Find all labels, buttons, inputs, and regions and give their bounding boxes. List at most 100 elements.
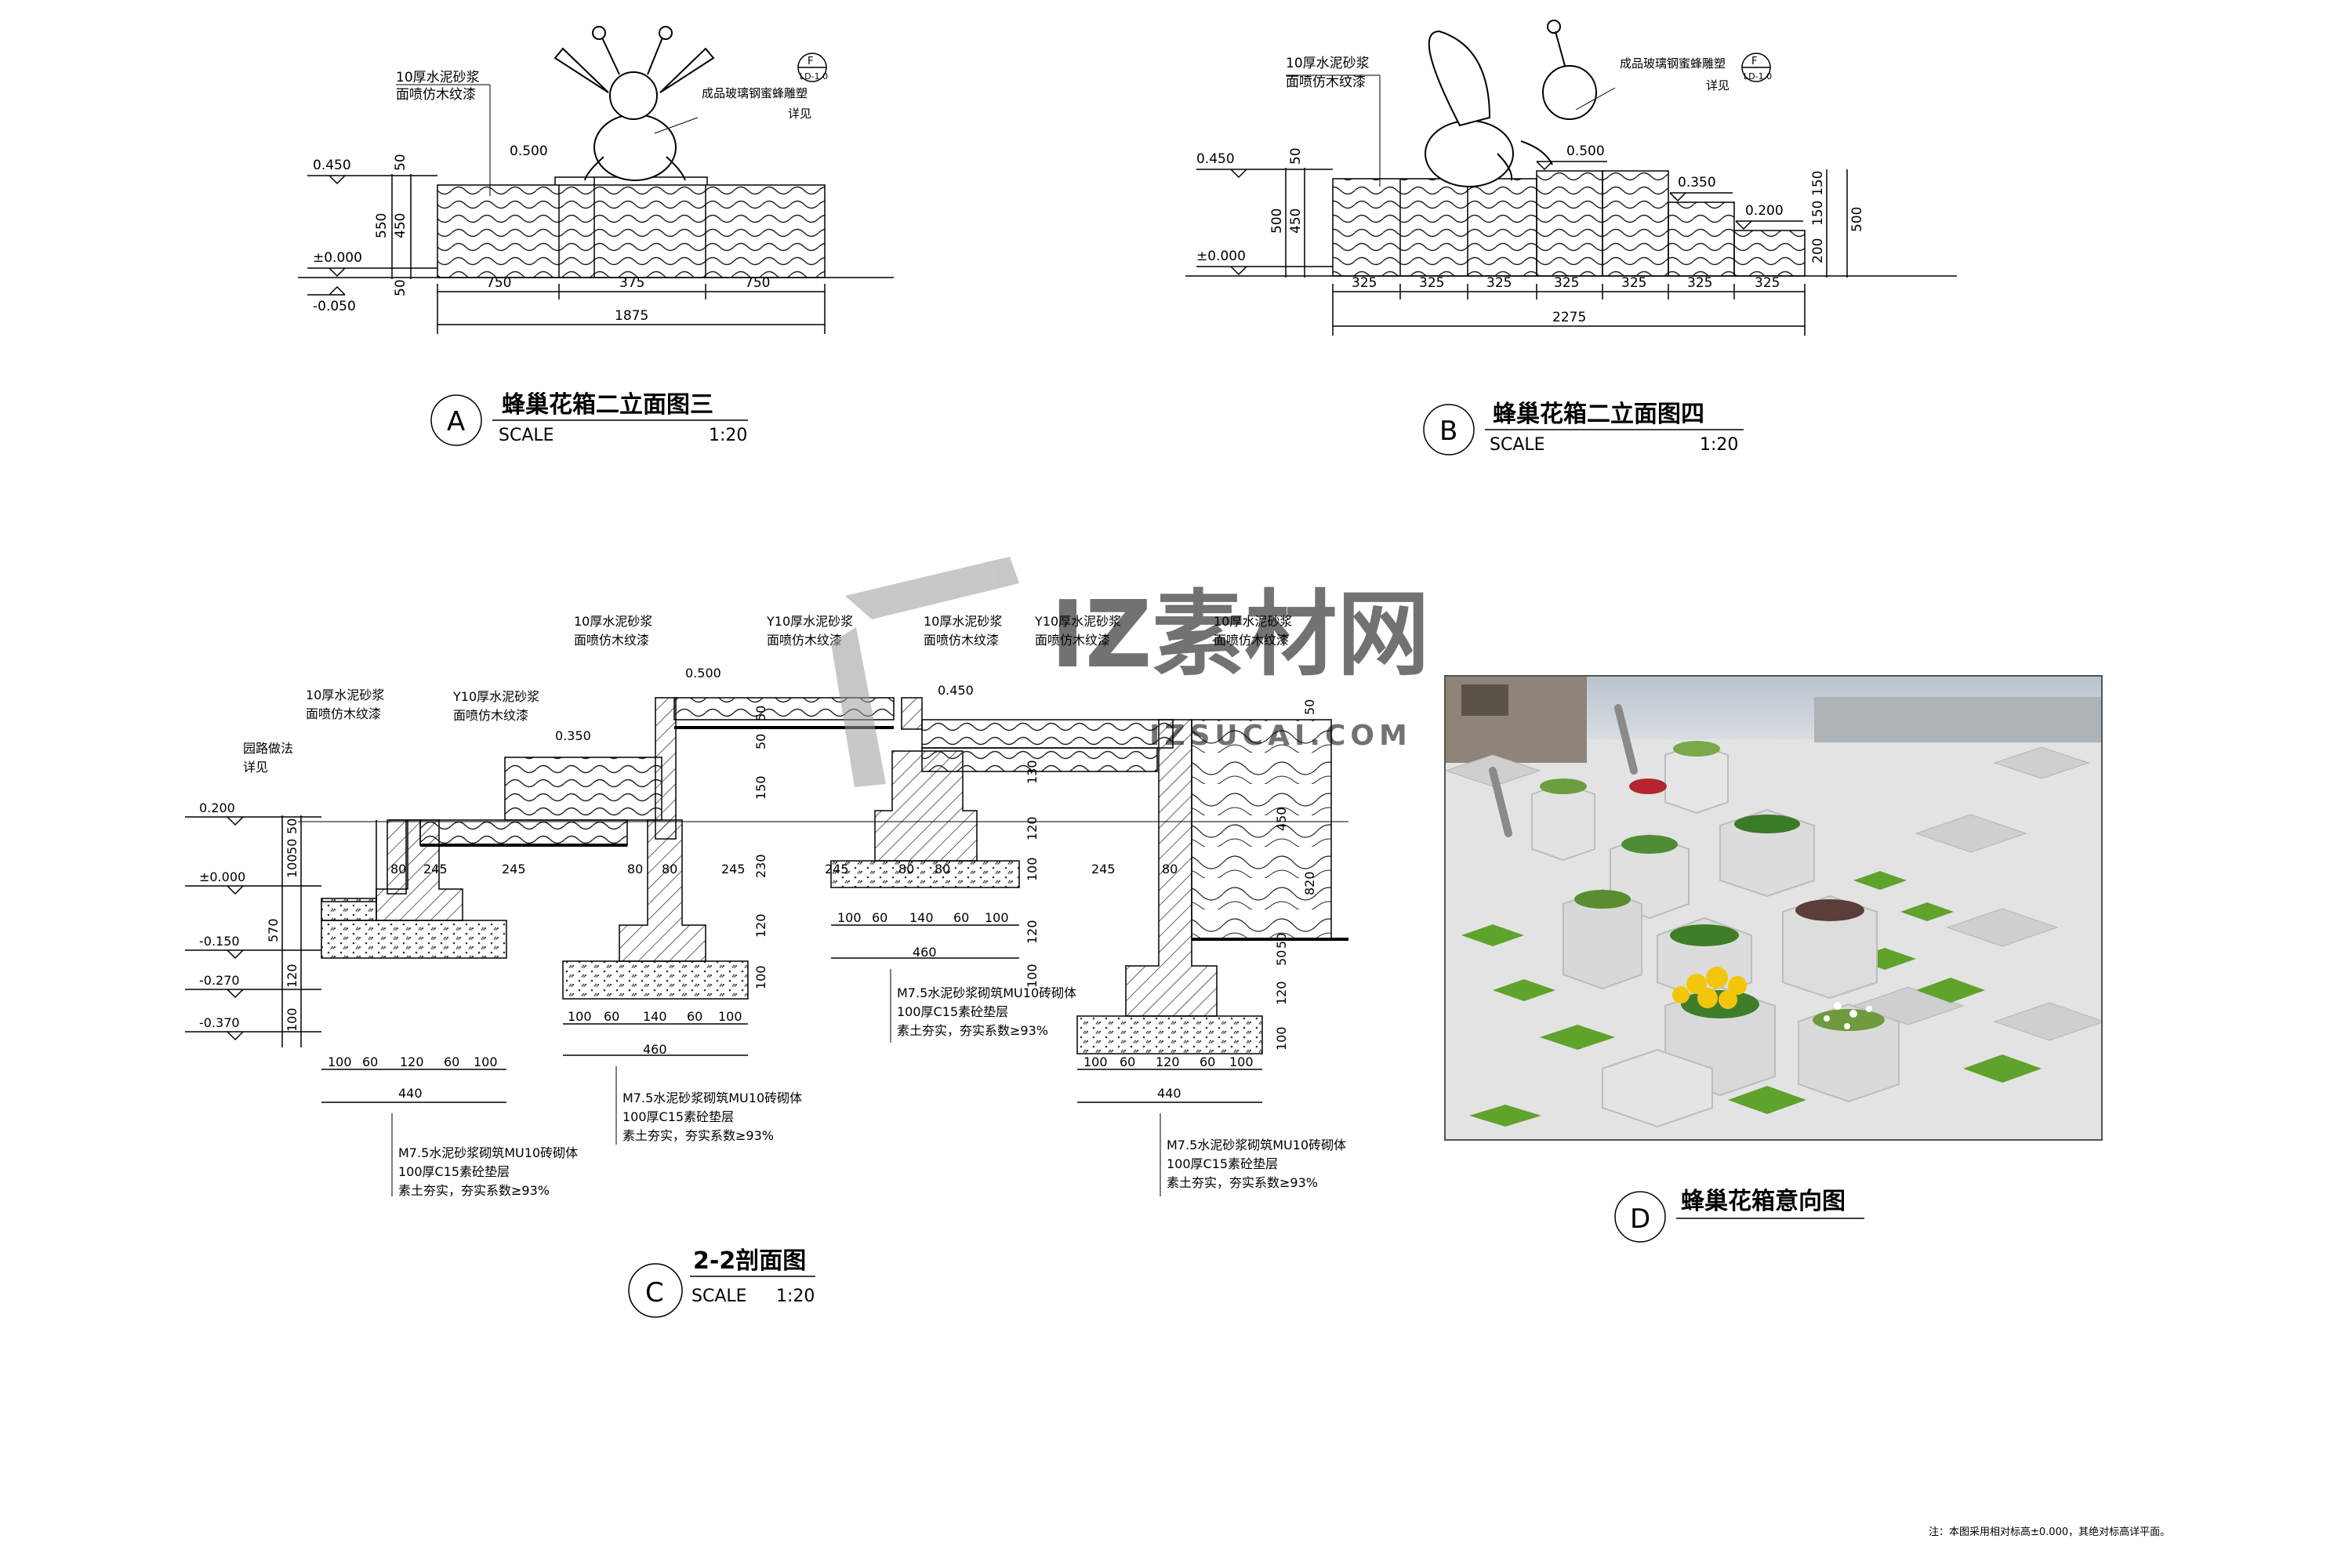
dim-label: 140 — [909, 910, 934, 925]
dim-label: 1875 — [615, 308, 648, 324]
spec-note: 素土夯实，夯实系数≥93% — [897, 1023, 1048, 1038]
dim-label: 2275 — [1552, 310, 1586, 325]
brick-footing — [619, 819, 706, 962]
dim-label: 60 — [953, 910, 969, 925]
elevation-b-labels: 0.450 ±0.000 0.500 0.350 0.200 50 500 45… — [1196, 56, 1865, 455]
spec-note: M7.5水泥砂浆砌筑MU10砖砌体 — [398, 1145, 578, 1160]
elev-label: 0.500 — [510, 143, 548, 159]
elev-label: 0.350 — [1678, 175, 1716, 191]
dim-label: 50 — [1288, 147, 1304, 165]
view-marker — [1423, 404, 1475, 456]
concrete-pad — [321, 920, 507, 959]
dim-label: 120 — [400, 1054, 424, 1069]
dim-label: 325 — [1554, 275, 1579, 291]
dim-label: 80 — [898, 862, 914, 877]
elevation-b — [1185, 20, 1957, 456]
watermark: IZ素材网 IZSUCAI.COM — [831, 557, 1429, 787]
spec-note: 100厚C15素砼垫层 — [622, 1109, 734, 1124]
sculpture-note: 成品玻璃钢蜜蜂雕塑 — [702, 86, 808, 100]
dim-label: 80 — [390, 862, 406, 877]
view-marker-letter: C — [645, 1277, 664, 1308]
elevation-a — [298, 26, 894, 446]
dim-label: 120 — [1025, 920, 1040, 944]
dim-label: 60 — [872, 910, 887, 925]
elev-label: 0.200 — [1745, 203, 1784, 219]
dim-label: 100 — [837, 910, 862, 925]
dim-label: 100 — [1025, 964, 1040, 988]
finish-note: 面喷仿木纹漆 — [1214, 633, 1289, 648]
spec-note: 100厚C15素砼垫层 — [398, 1164, 510, 1179]
concrete-pad — [562, 960, 749, 1000]
elev-label: ±0.000 — [1196, 249, 1246, 264]
elev-label: 0.450 — [938, 683, 974, 698]
finish-note: 10厚水泥砂浆 — [574, 614, 652, 629]
dim-label: 100 — [285, 1007, 299, 1032]
elev-tri — [328, 285, 346, 296]
dim-label: 100 — [1229, 1054, 1254, 1069]
elev-label: -0.370 — [199, 1015, 240, 1030]
concrete-pad — [1076, 1015, 1263, 1054]
dim-label: 325 — [1687, 275, 1712, 291]
finish-note: 10厚水泥砂浆 — [306, 688, 384, 702]
dim-label: 440 — [398, 1086, 423, 1101]
finish-note: 面喷仿木纹漆 — [1286, 74, 1366, 90]
elev-label: 0.500 — [685, 666, 721, 681]
dim-label: 325 — [1419, 275, 1444, 291]
scale-value: 1:20 — [1700, 435, 1738, 455]
dim-label: 100 — [1083, 1054, 1108, 1069]
dim-label: 325 — [1621, 275, 1646, 291]
dim-label: 150 — [1810, 201, 1826, 226]
spec-note: 100厚C15素砼垫层 — [897, 1004, 1008, 1019]
view-marker-letter: A — [447, 406, 465, 437]
dim-label: 120 — [1156, 1054, 1180, 1069]
view-marker — [1614, 1191, 1666, 1243]
finish-note: 10厚水泥砂浆 — [1214, 614, 1292, 629]
view-marker-letter: B — [1439, 416, 1457, 447]
dim-label: 140 — [643, 1009, 667, 1024]
sculpture-note: 成品玻璃钢蜜蜂雕塑 — [1620, 56, 1726, 71]
scale-label: SCALE — [691, 1287, 747, 1306]
dim-label: 750 — [745, 275, 770, 291]
dim-label: 325 — [1352, 275, 1377, 291]
detail-ref: F — [808, 56, 813, 67]
dim-label: 245 — [502, 862, 526, 877]
watermark-logo — [831, 627, 886, 787]
view-title: 2-2剖面图 — [693, 1247, 806, 1275]
dim-label: 50 — [1302, 699, 1317, 715]
dim-label: 150 — [753, 775, 768, 800]
dim-label: 80 — [935, 862, 950, 877]
dim-label: 460 — [913, 945, 937, 960]
spec-note: 素土夯实，夯实系数≥93% — [622, 1128, 774, 1143]
elev-label: ±0.000 — [199, 869, 245, 884]
planter-body — [1733, 230, 1806, 277]
dim-label: 375 — [619, 275, 644, 291]
view-marker-letter: D — [1630, 1203, 1650, 1235]
elev-label: 0.500 — [1566, 143, 1605, 159]
dim-label: 50 — [1274, 933, 1289, 949]
dim-label: 440 — [1157, 1086, 1181, 1101]
road-note: 园路做法 — [243, 741, 293, 756]
elev-label: 0.350 — [555, 728, 591, 743]
elev-tri — [328, 175, 346, 185]
planter-body — [1536, 170, 1603, 277]
dim-label: 50 — [753, 734, 768, 750]
dim-label: 230 — [753, 854, 768, 878]
dim-label: 245 — [721, 862, 746, 877]
dim-label: 60 — [1120, 1054, 1135, 1069]
detail-ref: F — [1751, 56, 1757, 67]
dim-label: 120 — [1274, 981, 1289, 1005]
dim-label: 100 — [474, 1054, 498, 1069]
dim-label: 100 — [718, 1009, 742, 1024]
wood-section — [1191, 719, 1332, 940]
elev-label: -0.150 — [199, 934, 240, 949]
section-c-labels: 0.200 ±0.000 -0.150 -0.270 -0.370 0.350 … — [199, 614, 1346, 1308]
dim-label: 500 — [1269, 209, 1285, 234]
finish-note: 面喷仿木纹漆 — [306, 706, 381, 721]
bee-sculpture — [1425, 20, 1597, 187]
dim-label: 60 — [444, 1054, 459, 1069]
dim-label: 460 — [643, 1042, 667, 1057]
dim-label: 100 — [985, 910, 1009, 925]
dim-label: 100 — [753, 965, 768, 989]
scale-label: SCALE — [499, 426, 554, 445]
